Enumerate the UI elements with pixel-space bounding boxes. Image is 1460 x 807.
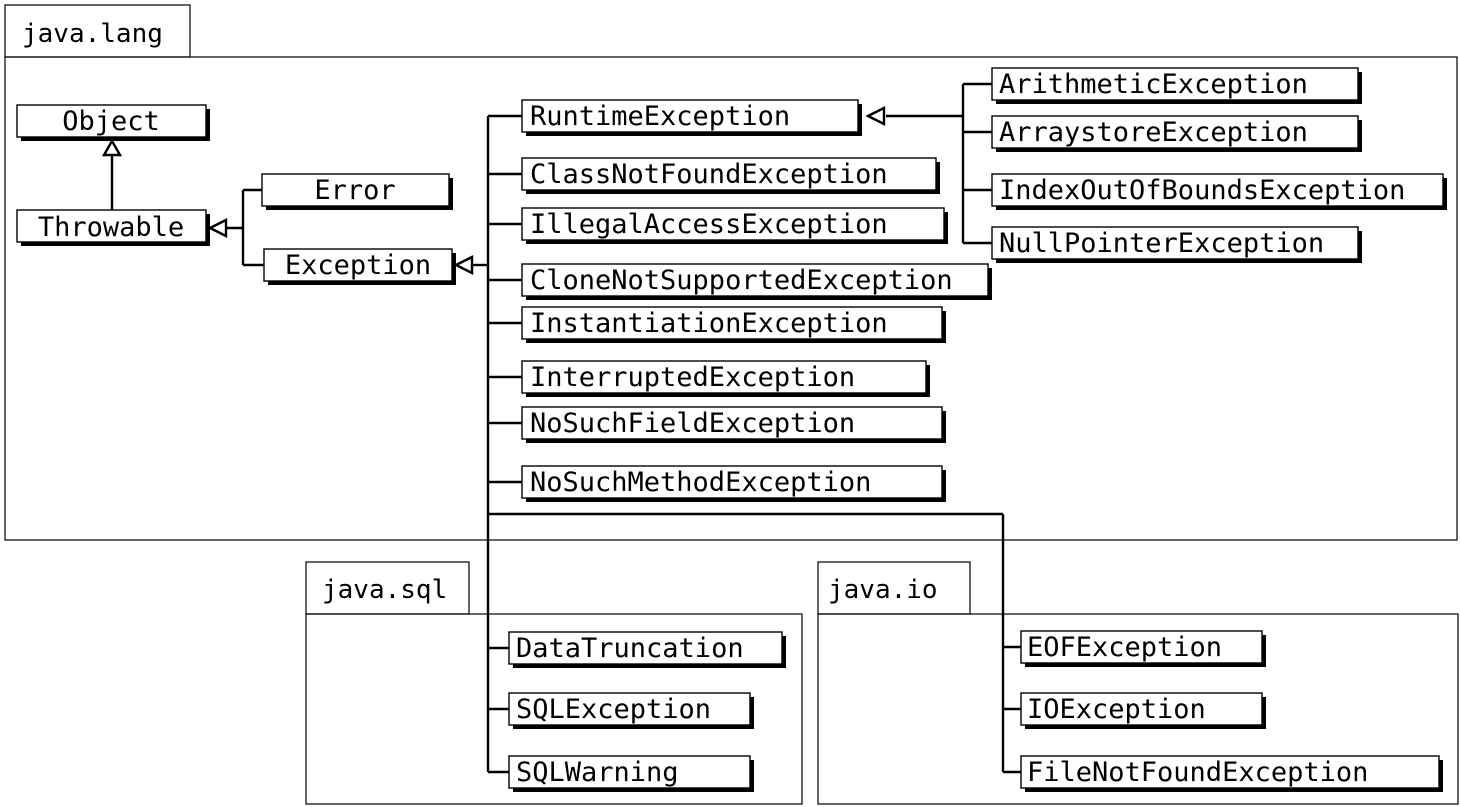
class-indexoutofboundsexception: IndexOutOfBoundsException bbox=[991, 173, 1447, 210]
class-throwable-label: Throwable bbox=[38, 212, 184, 243]
package-java-lang: java.lang bbox=[4, 4, 1458, 541]
class-datatruncation: DataTruncation bbox=[508, 631, 786, 668]
package-java-sql-label: java.sql bbox=[322, 575, 447, 605]
class-throwable: Throwable bbox=[16, 209, 210, 246]
arrowhead-to-runtimeexception-icon bbox=[865, 106, 886, 126]
class-nosuchmethodexception: NoSuchMethodException bbox=[521, 465, 946, 502]
class-runtimeexception: RuntimeException bbox=[521, 99, 862, 136]
class-instantiationexception: InstantiationException bbox=[521, 306, 946, 343]
class-ioexception: IOException bbox=[1020, 692, 1266, 729]
class-eofexception-label: EOFException bbox=[1027, 632, 1222, 663]
package-java-lang-label: java.lang bbox=[22, 19, 163, 49]
class-filenotfoundexception: FileNotFoundException bbox=[1020, 755, 1443, 792]
class-exception: Exception bbox=[263, 248, 456, 285]
class-error: Error bbox=[261, 173, 453, 210]
class-arithmeticexception-label: ArithmeticException bbox=[999, 69, 1308, 100]
class-arraystoreexception: ArraystoreException bbox=[991, 115, 1362, 152]
class-object-label: Object bbox=[62, 106, 160, 137]
class-eofexception: EOFException bbox=[1020, 630, 1266, 667]
class-classnotfoundexception: ClassNotFoundException bbox=[521, 157, 940, 194]
class-interruptedexception-label: InterruptedException bbox=[530, 362, 855, 393]
arrowhead-to-exception-icon bbox=[453, 255, 474, 275]
class-illegalaccessexception: IllegalAccessException bbox=[521, 207, 948, 244]
class-classnotfoundexception-label: ClassNotFoundException bbox=[530, 159, 888, 190]
class-sqlwarning-label: SQLWarning bbox=[516, 757, 679, 788]
class-arithmeticexception: ArithmeticException bbox=[991, 67, 1362, 104]
class-nosuchfieldexception-label: NoSuchFieldException bbox=[530, 408, 855, 439]
package-java-io-label: java.io bbox=[828, 575, 938, 605]
arrowhead-to-object-icon bbox=[101, 138, 123, 157]
class-datatruncation-label: DataTruncation bbox=[516, 633, 744, 664]
inheritance-arrowheads bbox=[101, 106, 886, 275]
class-clonenotsupportedexception-label: CloneNotSupportedException bbox=[530, 265, 953, 296]
class-nosuchfieldexception: NoSuchFieldException bbox=[521, 406, 946, 443]
class-sqlexception-label: SQLException bbox=[516, 694, 711, 725]
class-nullpointerexception: NullPointerException bbox=[991, 226, 1362, 263]
class-illegalaccessexception-label: IllegalAccessException bbox=[530, 209, 888, 240]
class-runtimeexception-label: RuntimeException bbox=[530, 101, 790, 132]
class-nullpointerexception-label: NullPointerException bbox=[999, 228, 1324, 259]
class-ioexception-label: IOException bbox=[1027, 694, 1206, 725]
class-filenotfoundexception-label: FileNotFoundException bbox=[1027, 757, 1368, 788]
arrowhead-to-throwable-icon bbox=[207, 218, 228, 238]
class-indexoutofboundsexception-label: IndexOutOfBoundsException bbox=[999, 175, 1405, 206]
class-instantiationexception-label: InstantiationException bbox=[530, 308, 888, 339]
class-sqlexception: SQLException bbox=[508, 692, 754, 729]
class-clonenotsupportedexception: CloneNotSupportedException bbox=[521, 263, 992, 300]
class-error-label: Error bbox=[314, 175, 395, 206]
package-java-io: java.io bbox=[817, 561, 1459, 805]
class-arraystoreexception-label: ArraystoreException bbox=[999, 117, 1308, 148]
class-sqlwarning: SQLWarning bbox=[508, 755, 754, 792]
class-interruptedexception: InterruptedException bbox=[521, 360, 930, 397]
package-java-sql: java.sql bbox=[305, 561, 803, 805]
class-exception-label: Exception bbox=[285, 250, 431, 281]
class-object: Object bbox=[16, 104, 210, 141]
class-nosuchmethodexception-label: NoSuchMethodException bbox=[530, 467, 871, 498]
inheritance-connectors bbox=[110, 82, 1021, 774]
